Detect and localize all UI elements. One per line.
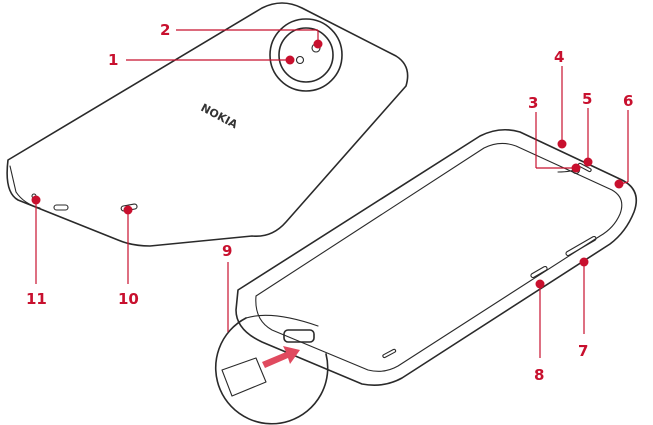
callout-9: 9: [222, 242, 232, 332]
callout-4-number: 4: [554, 48, 564, 66]
callout-3: 3: [528, 94, 581, 173]
phone-front-screen: [256, 143, 622, 371]
callout-6: 6: [615, 92, 634, 189]
callout-8: 8: [534, 280, 545, 385]
brand-logo: NOKIA: [199, 101, 241, 131]
power-key-icon: [530, 266, 548, 278]
phone-back-view: NOKIA: [7, 3, 408, 246]
callout-11: 11: [26, 196, 47, 309]
usb-port-icon: [284, 330, 314, 342]
callout-7: 7: [578, 258, 589, 361]
callout-3-number: 3: [528, 94, 538, 112]
callout-5: 5: [582, 90, 593, 167]
callout-5-number: 5: [582, 90, 592, 108]
callout-11-number: 11: [26, 290, 47, 308]
callout-1: 1: [108, 51, 295, 69]
callout-1-number: 1: [108, 51, 118, 69]
camera-module-inner: [279, 28, 333, 82]
callout-8-number: 8: [534, 366, 544, 384]
callout-6-number: 6: [623, 92, 633, 110]
callout-7-number: 7: [578, 342, 588, 360]
usb-port-inset: [216, 315, 328, 423]
callout-2: 2: [160, 21, 323, 49]
inset-circle: [216, 318, 328, 424]
callout-10: 10: [118, 206, 139, 309]
volume-key-icon: [565, 236, 596, 256]
callout-10-number: 10: [118, 290, 139, 308]
callout-2-number: 2: [160, 21, 170, 39]
flash-icon: [297, 57, 304, 64]
usb-cable-plug: [222, 358, 266, 396]
bottom-speaker-grille-icon: [382, 349, 396, 358]
callout-4: 4: [554, 48, 567, 149]
inset-phone-edge: [246, 315, 318, 326]
microphone-slot-icon: [54, 205, 68, 210]
callout-9-number: 9: [222, 242, 232, 260]
